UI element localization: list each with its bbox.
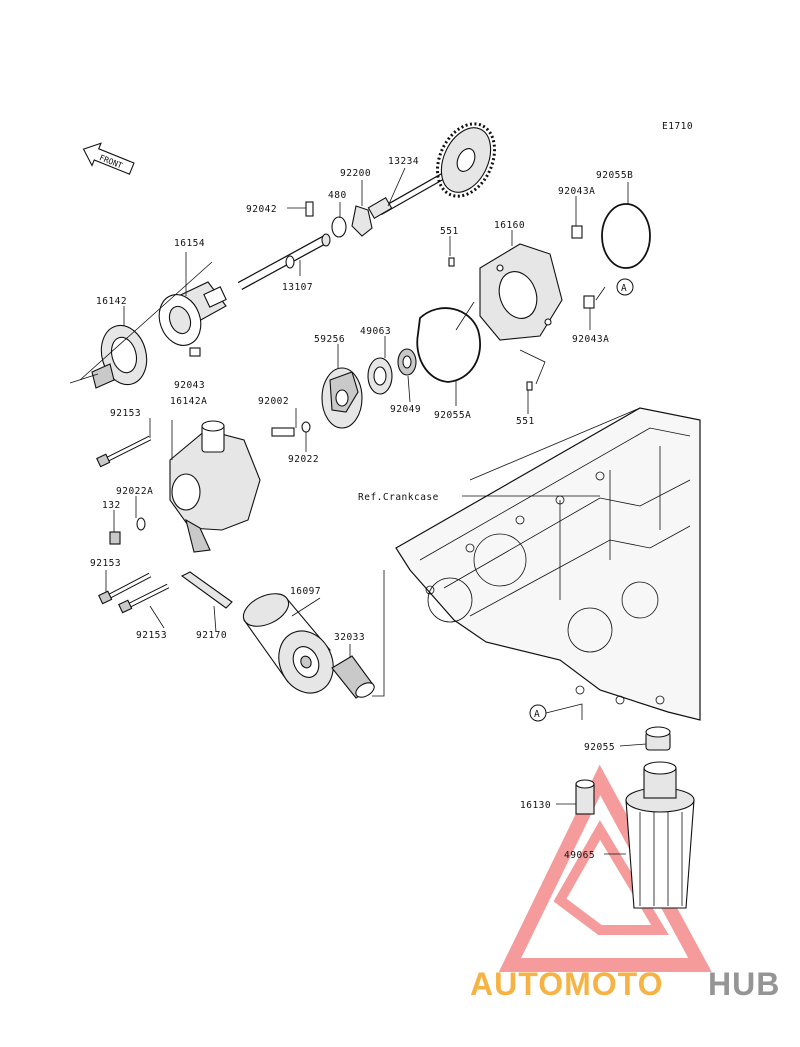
watermark-automoto: AUTOMOTO [470,966,663,1002]
part-92043A-pin-top [571,225,583,239]
label-92153-b: 92153 [90,558,121,569]
part-16142-pump-body [69,324,148,389]
label-132: 132 [102,500,121,511]
callout-a-bottom-label: A [534,709,540,720]
part-16097-oil-filter [242,593,334,694]
diagram-code: E1710 [662,121,693,132]
label-16130: 16130 [520,800,551,811]
watermark-hub: HUB [708,966,780,1002]
part-92055A-oring [416,307,481,383]
part-16160-pump-cover [479,243,563,341]
part-92153-bolt-b [98,572,152,605]
part-551-top [448,257,455,267]
label-480: 480 [328,190,347,201]
label-49063: 49063 [360,326,391,337]
label-92042: 92042 [246,204,277,215]
label-92049: 92049 [390,404,421,415]
part-16154-rotor [158,281,227,357]
front-arrow-icon: FRONT [82,142,135,175]
part-92002-bolt [271,427,295,437]
label-92055: 92055 [584,742,615,753]
part-16142A-pump-housing [169,420,261,553]
part-92153-bolt-c [118,583,170,614]
part-92049-oil-seal [397,348,417,376]
part-551-bottom [526,381,533,391]
label-92200: 92200 [340,168,371,179]
part-132 [109,531,121,545]
label-92043A-right: 92043A [572,334,609,345]
label-59256: 59256 [314,334,345,345]
leader-lines [105,167,647,855]
label-92043: 92043 [174,380,205,391]
label-92022: 92022 [288,454,319,465]
part-480 [331,216,347,238]
part-92055B-oring [601,203,651,269]
label-92002: 92002 [258,396,289,407]
part-49063-seal [367,357,393,395]
part-92042 [305,201,314,217]
label-92055B: 92055B [596,170,633,181]
part-92043A-pin-right [583,295,595,309]
label-92055A: 92055A [434,410,471,421]
part-92043-pin [189,347,201,357]
label-49065: 49065 [564,850,595,861]
callout-a-top: A [616,278,634,296]
pump-shaft-gear-13234 [367,122,497,219]
label-16160: 16160 [494,220,525,231]
part-49065-oil-strainer [625,761,695,909]
label-92153-a: 92153 [110,408,141,419]
label-92153-c: 92153 [136,630,167,641]
label-13234: 13234 [388,156,419,167]
label-16142: 16142 [96,296,127,307]
label-551-bottom: 551 [516,416,535,427]
label-16142A: 16142A [170,396,207,407]
label-16154: 16154 [174,238,205,249]
part-92153-bolt-a [96,435,152,468]
label-13107: 13107 [282,282,313,293]
part-92200 [351,205,373,237]
part-59256-impeller [321,367,363,429]
callout-a-top-label: A [621,283,627,294]
watermark-text: AUTOMOTO HUB [470,966,780,1002]
part-16130-fitting [575,779,595,815]
part-13107-shaft [237,233,331,290]
part-92055-cap [645,726,671,751]
label-92022A: 92022A [116,486,153,497]
label-92170: 92170 [196,630,227,641]
part-labels: 92042 480 92200 13234 92055B 92043A 1615… [90,156,633,861]
label-551-top: 551 [440,226,459,237]
part-32033-pipe [331,655,375,699]
callout-a-bottom: A [529,704,547,722]
label-16097: 16097 [290,586,321,597]
part-92170-clamp [180,571,233,609]
part-92022A-washer [136,517,146,531]
label-92043A-top: 92043A [558,186,595,197]
label-ref-crankcase: Ref.Crankcase [358,492,439,503]
part-92022-washer [301,421,311,433]
crankcase-reference [395,407,701,721]
label-32033: 32033 [334,632,365,643]
